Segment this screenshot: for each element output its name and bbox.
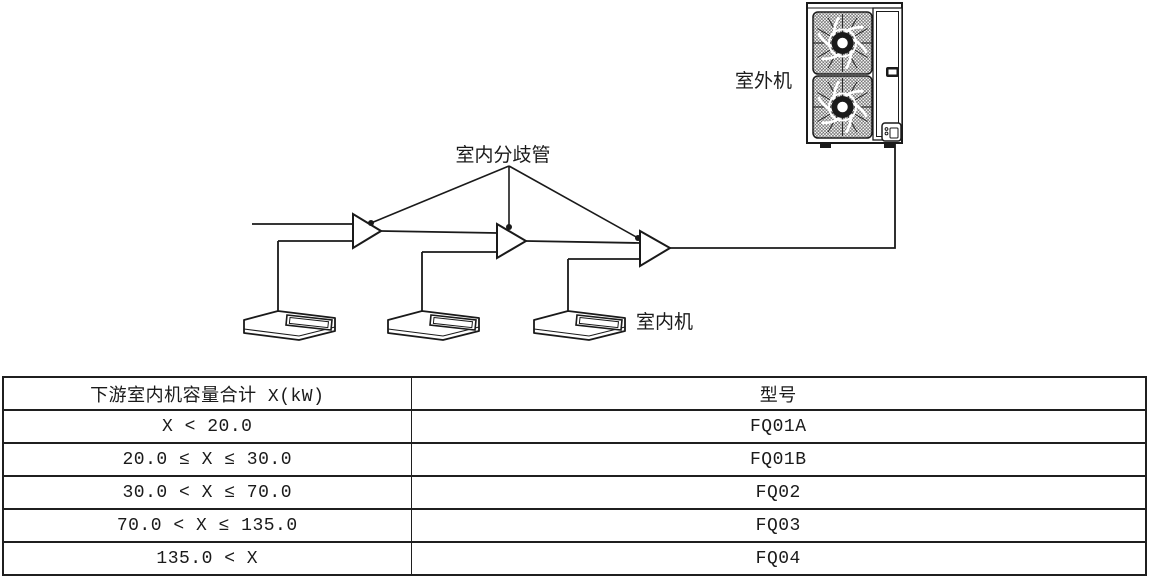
capacity-range-cell: 30.0 < X ≤ 70.0 (3, 475, 412, 509)
refrigerant-pipes (252, 141, 896, 311)
indoor-unit-label: 室内机 (636, 311, 693, 333)
table-row: 70.0 < X ≤ 135.0 FQ03 (3, 508, 1146, 542)
capacity-range-cell: 70.0 < X ≤ 135.0 (3, 508, 412, 542)
model-cell: FQ03 (411, 508, 1146, 542)
model-selection-table: 下游室内机容量合计 X(kW) 型号 X < 20.0 FQ01A 20.0 ≤… (2, 376, 1147, 576)
capacity-range-cell: 20.0 ≤ X ≤ 30.0 (3, 442, 412, 476)
outdoor-unit-symbol (806, 2, 903, 148)
table-row: 20.0 ≤ X ≤ 30.0 FQ01B (3, 442, 1146, 476)
capacity-range-cell: 135.0 < X (3, 541, 412, 575)
table-row: 135.0 < X FQ04 (3, 541, 1146, 575)
leader-lines (368, 165, 641, 241)
table-header-row: 下游室内机容量合计 X(kW) 型号 (3, 377, 1146, 410)
indoor-unit-symbol-1 (243, 310, 336, 341)
model-cell: FQ02 (411, 475, 1146, 509)
indoor-branch-pipe-label: 室内分歧管 (455, 144, 550, 166)
indoor-unit-symbol-3 (533, 310, 626, 341)
capacity-column-header: 下游室内机容量合计 X(kW) (3, 377, 412, 410)
fan-icon (811, 10, 874, 76)
model-cell: FQ01A (411, 409, 1146, 443)
indoor-unit-symbol-2 (387, 310, 480, 341)
handle-icon (886, 67, 899, 77)
outdoor-unit-label: 室外机 (735, 70, 792, 92)
piping-diagram: 室内分歧管 室外机 室内机 (243, 2, 903, 341)
model-cell: FQ04 (411, 541, 1146, 575)
capacity-range-cell: X < 20.0 (3, 409, 412, 443)
table-row: 30.0 < X ≤ 70.0 FQ02 (3, 475, 1146, 509)
control-box-icon (881, 122, 902, 142)
table-row: X < 20.0 FQ01A (3, 409, 1146, 443)
branch-joint-symbol-1 (352, 212, 383, 250)
model-cell: FQ01B (411, 442, 1146, 476)
branch-joint-symbol-3 (639, 229, 672, 268)
branch-joint-symbol-2 (496, 222, 528, 260)
model-column-header: 型号 (759, 386, 797, 407)
fan-icon (811, 74, 874, 140)
